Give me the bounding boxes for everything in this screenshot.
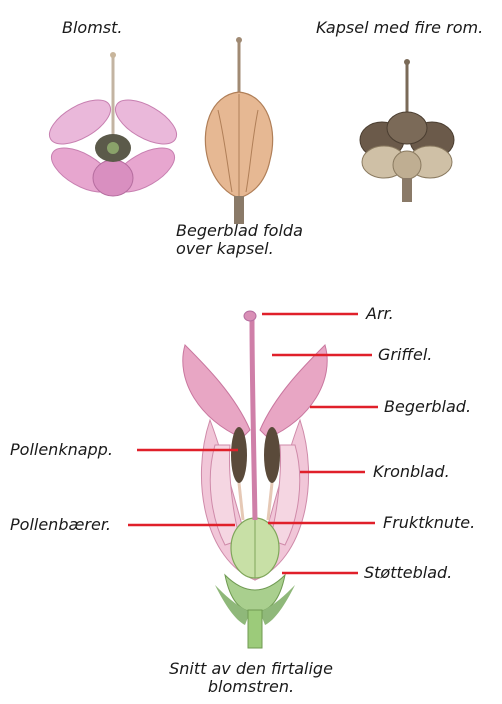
caption-calyx-line1: Begerblad folda — [176, 222, 303, 240]
flower-section-illustration — [183, 311, 327, 648]
label-kronblad: Kronblad. — [373, 462, 450, 482]
label-stotteblad: Støtteblad. — [364, 563, 452, 583]
caption-calyx: Begerblad folda over kapsel. — [176, 222, 303, 258]
caption-section: Snitt av den firtalige blomstren. — [0, 660, 502, 696]
label-griffel: Griffel. — [378, 345, 432, 365]
label-arr: Arr. — [366, 304, 394, 324]
label-pollenknapp: Pollenknapp. — [10, 440, 113, 460]
caption-flower: Blomst. — [62, 18, 123, 38]
caption-section-line2: blomstren. — [0, 678, 502, 696]
label-pollenbaerer: Pollenbærer. — [10, 515, 111, 535]
label-fruktknute: Fruktknute. — [383, 513, 475, 533]
flower-illustration — [43, 52, 184, 201]
caption-capsule: Kapsel med fire rom. — [316, 18, 483, 38]
capsule-illustration — [360, 59, 454, 202]
caption-section-line1: Snitt av den firtalige — [0, 660, 502, 678]
caption-calyx-line2: over kapsel. — [176, 240, 303, 258]
label-begerblad: Begerblad. — [384, 397, 471, 417]
calyx-capsule-illustration — [205, 37, 272, 224]
